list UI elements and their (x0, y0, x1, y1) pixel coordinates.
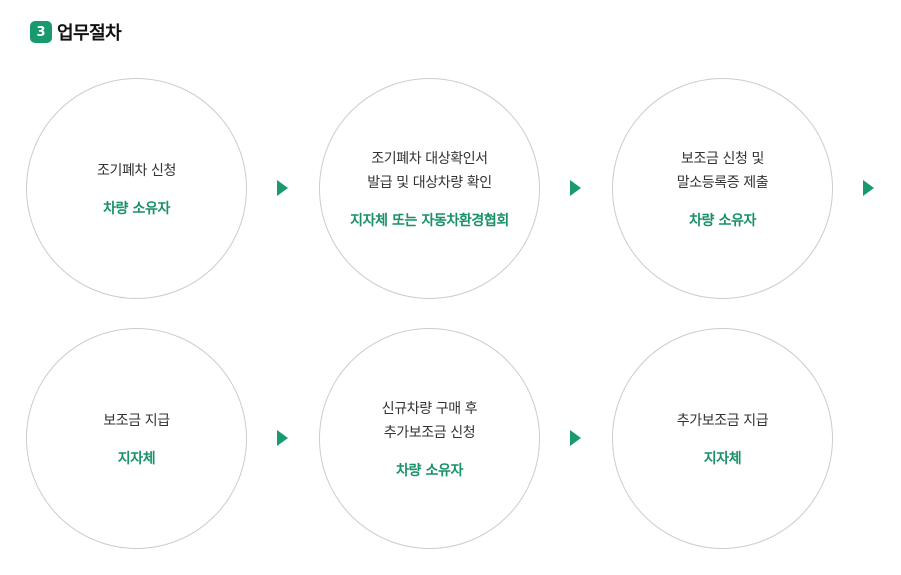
step-4: 보조금 지급 지자체 (26, 328, 247, 549)
step-actor: 지자체 (703, 451, 742, 467)
step-1: 조기폐차 신청 차량 소유자 (26, 78, 247, 299)
step-3: 보조금 신청 및 말소등록증 제출 차량 소유자 (612, 78, 833, 299)
step-2: 조기폐차 대상확인서 발급 및 대상차량 확인 지자체 또는 자동차환경협회 (319, 78, 540, 299)
arrow-right-icon (277, 180, 288, 196)
step-6: 추가보조금 지급 지자체 (612, 328, 833, 549)
step-actor: 차량 소유자 (689, 213, 756, 229)
arrow-right-icon (863, 180, 874, 196)
step-description: 보조금 지급 (103, 413, 170, 429)
section-number-badge: 3 (30, 21, 52, 43)
step-actor: 차량 소유자 (396, 463, 463, 479)
step-actor: 차량 소유자 (103, 201, 170, 217)
step-5: 신규차량 구매 후 추가보조금 신청 차량 소유자 (319, 328, 540, 549)
step-description: 조기폐차 신청 (97, 163, 176, 179)
step-actor: 지자체 또는 자동차환경협회 (350, 213, 509, 229)
step-description: 보조금 신청 및 말소등록증 제출 (676, 151, 769, 191)
step-description: 신규차량 구매 후 추가보조금 신청 (381, 401, 478, 441)
section-header: 3 업무절차 (30, 19, 122, 45)
step-description: 조기폐차 대상확인서 발급 및 대상차량 확인 (367, 151, 492, 191)
step-actor: 지자체 (117, 451, 156, 467)
arrow-right-icon (277, 430, 288, 446)
arrow-right-icon (570, 180, 581, 196)
section-title: 업무절차 (57, 23, 122, 44)
step-description: 추가보조금 지급 (676, 413, 769, 429)
arrow-right-icon (570, 430, 581, 446)
